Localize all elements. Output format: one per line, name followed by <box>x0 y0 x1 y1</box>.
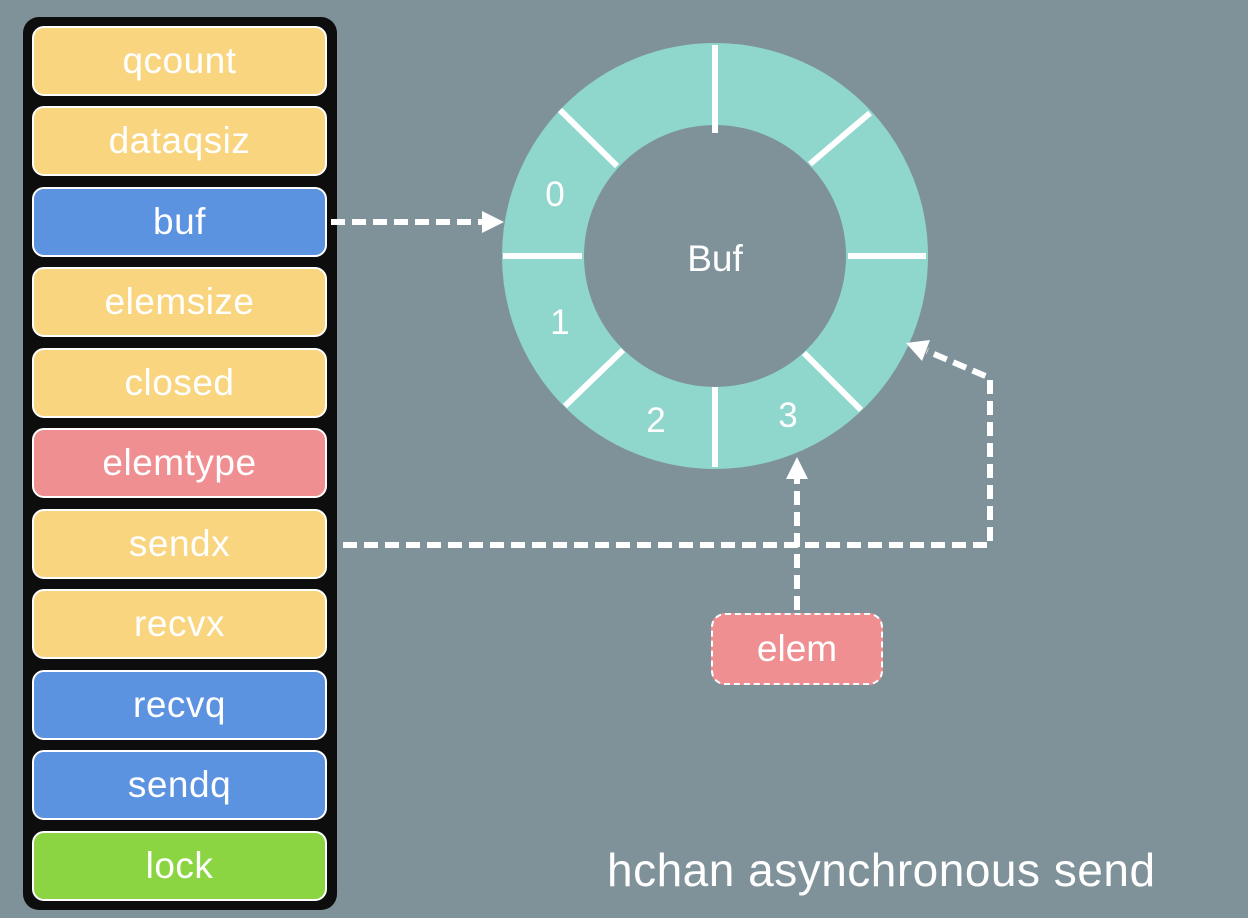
divider <box>557 107 620 169</box>
ring-buffer: Buf 0 1 2 3 <box>502 43 928 469</box>
arrow-head <box>786 457 808 479</box>
field-elemtype: elemtype <box>32 428 327 498</box>
slot-label-2: 2 <box>646 401 665 440</box>
arrow-head <box>482 211 504 233</box>
slot-label-1: 1 <box>550 303 569 342</box>
arrow-head <box>906 340 930 361</box>
field-lock: lock <box>32 831 327 901</box>
hchan-struct: qcount dataqsiz buf elemsize closed elem… <box>23 17 337 910</box>
elem-box: elem <box>711 613 883 685</box>
field-elemsize: elemsize <box>32 267 327 337</box>
slot-dividers <box>503 45 926 467</box>
field-recvx: recvx <box>32 589 327 659</box>
dashed-path <box>343 348 993 548</box>
field-buf: buf <box>32 187 327 257</box>
field-dataqsiz: dataqsiz <box>32 106 327 176</box>
divider <box>562 347 626 409</box>
field-sendx: sendx <box>32 509 327 579</box>
arrow-sendx-to-slot <box>343 340 993 548</box>
arrow-elem-to-slot <box>786 457 808 610</box>
divider <box>801 350 864 413</box>
field-closed: closed <box>32 348 327 418</box>
slot-label-0: 0 <box>545 175 564 214</box>
field-recvq: recvq <box>32 670 327 740</box>
field-qcount: qcount <box>32 26 327 96</box>
field-sendq: sendq <box>32 750 327 820</box>
buf-center-label: Buf <box>687 238 743 279</box>
divider <box>808 110 872 167</box>
diagram-caption: hchan asynchronous send <box>607 844 1156 896</box>
arrow-buf-to-ring <box>331 211 504 233</box>
slot-label-3: 3 <box>778 396 797 435</box>
